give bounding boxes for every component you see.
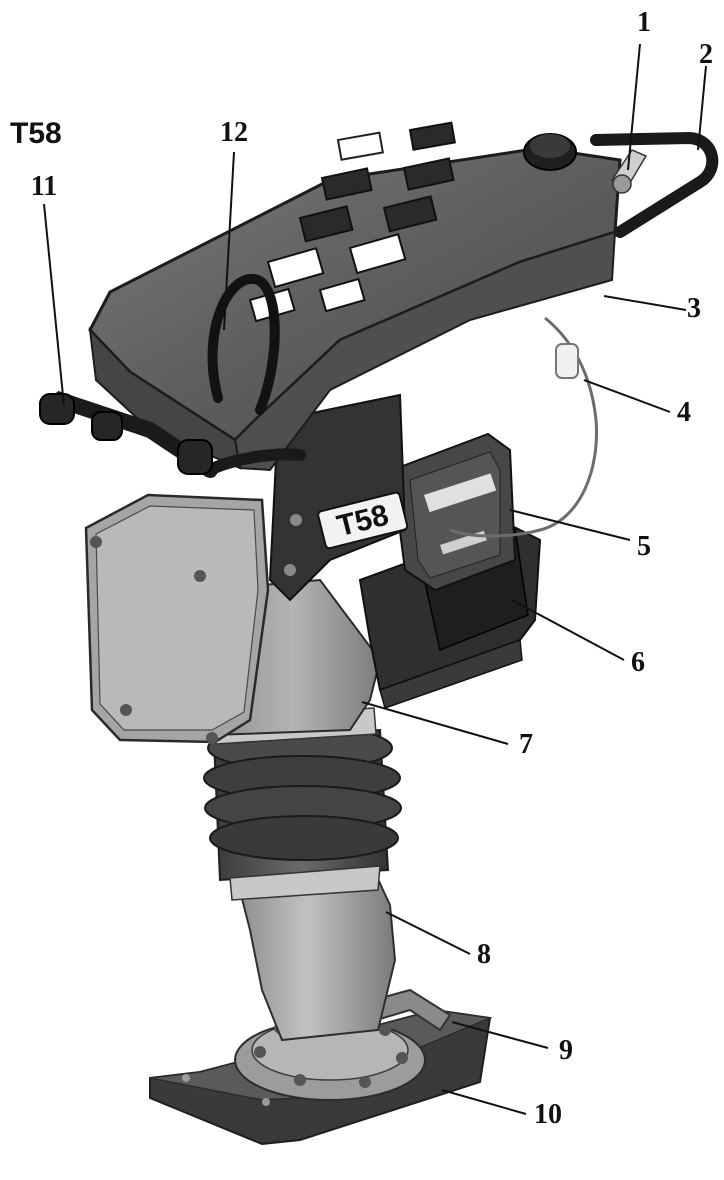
callout-12: 12 [220, 117, 248, 148]
leader-line-1 [627, 43, 641, 171]
callout-11: 11 [30, 171, 58, 202]
leader-line-4 [583, 379, 671, 413]
callout-3: 3 [687, 293, 701, 324]
callout-4: 4 [677, 397, 691, 428]
callout-6: 6 [631, 647, 645, 678]
leader-line-5 [509, 509, 631, 541]
fuel-filter [555, 343, 579, 379]
lifting-loop [207, 273, 280, 415]
model-label: T58 [10, 117, 62, 150]
callout-8: 8 [477, 939, 491, 970]
leader-line-10 [441, 1089, 527, 1115]
bellows [203, 707, 402, 901]
callout-5: 5 [637, 531, 651, 562]
leader-line-3 [603, 295, 687, 311]
fuel-cap [523, 133, 577, 171]
engine-cover [390, 432, 517, 592]
leader-line-11 [43, 203, 65, 407]
mount-plate: T58 [268, 393, 409, 602]
callout-7: 7 [519, 729, 533, 760]
leader-line-9 [451, 1021, 549, 1049]
leader-line-7 [361, 701, 509, 745]
leader-line-2 [697, 65, 707, 151]
throttle-lever [39, 393, 213, 475]
crankcase [84, 493, 382, 744]
leader-line-8 [385, 911, 471, 955]
leader-line-12 [223, 151, 235, 331]
leader-lines [43, 43, 707, 1115]
callout-9: 9 [559, 1035, 573, 1066]
leader-line-6 [511, 599, 625, 661]
protective-frame [88, 121, 622, 472]
callout-1: 1 [637, 7, 651, 38]
callout-10: 10 [534, 1099, 562, 1130]
callout-2: 2 [699, 39, 713, 70]
